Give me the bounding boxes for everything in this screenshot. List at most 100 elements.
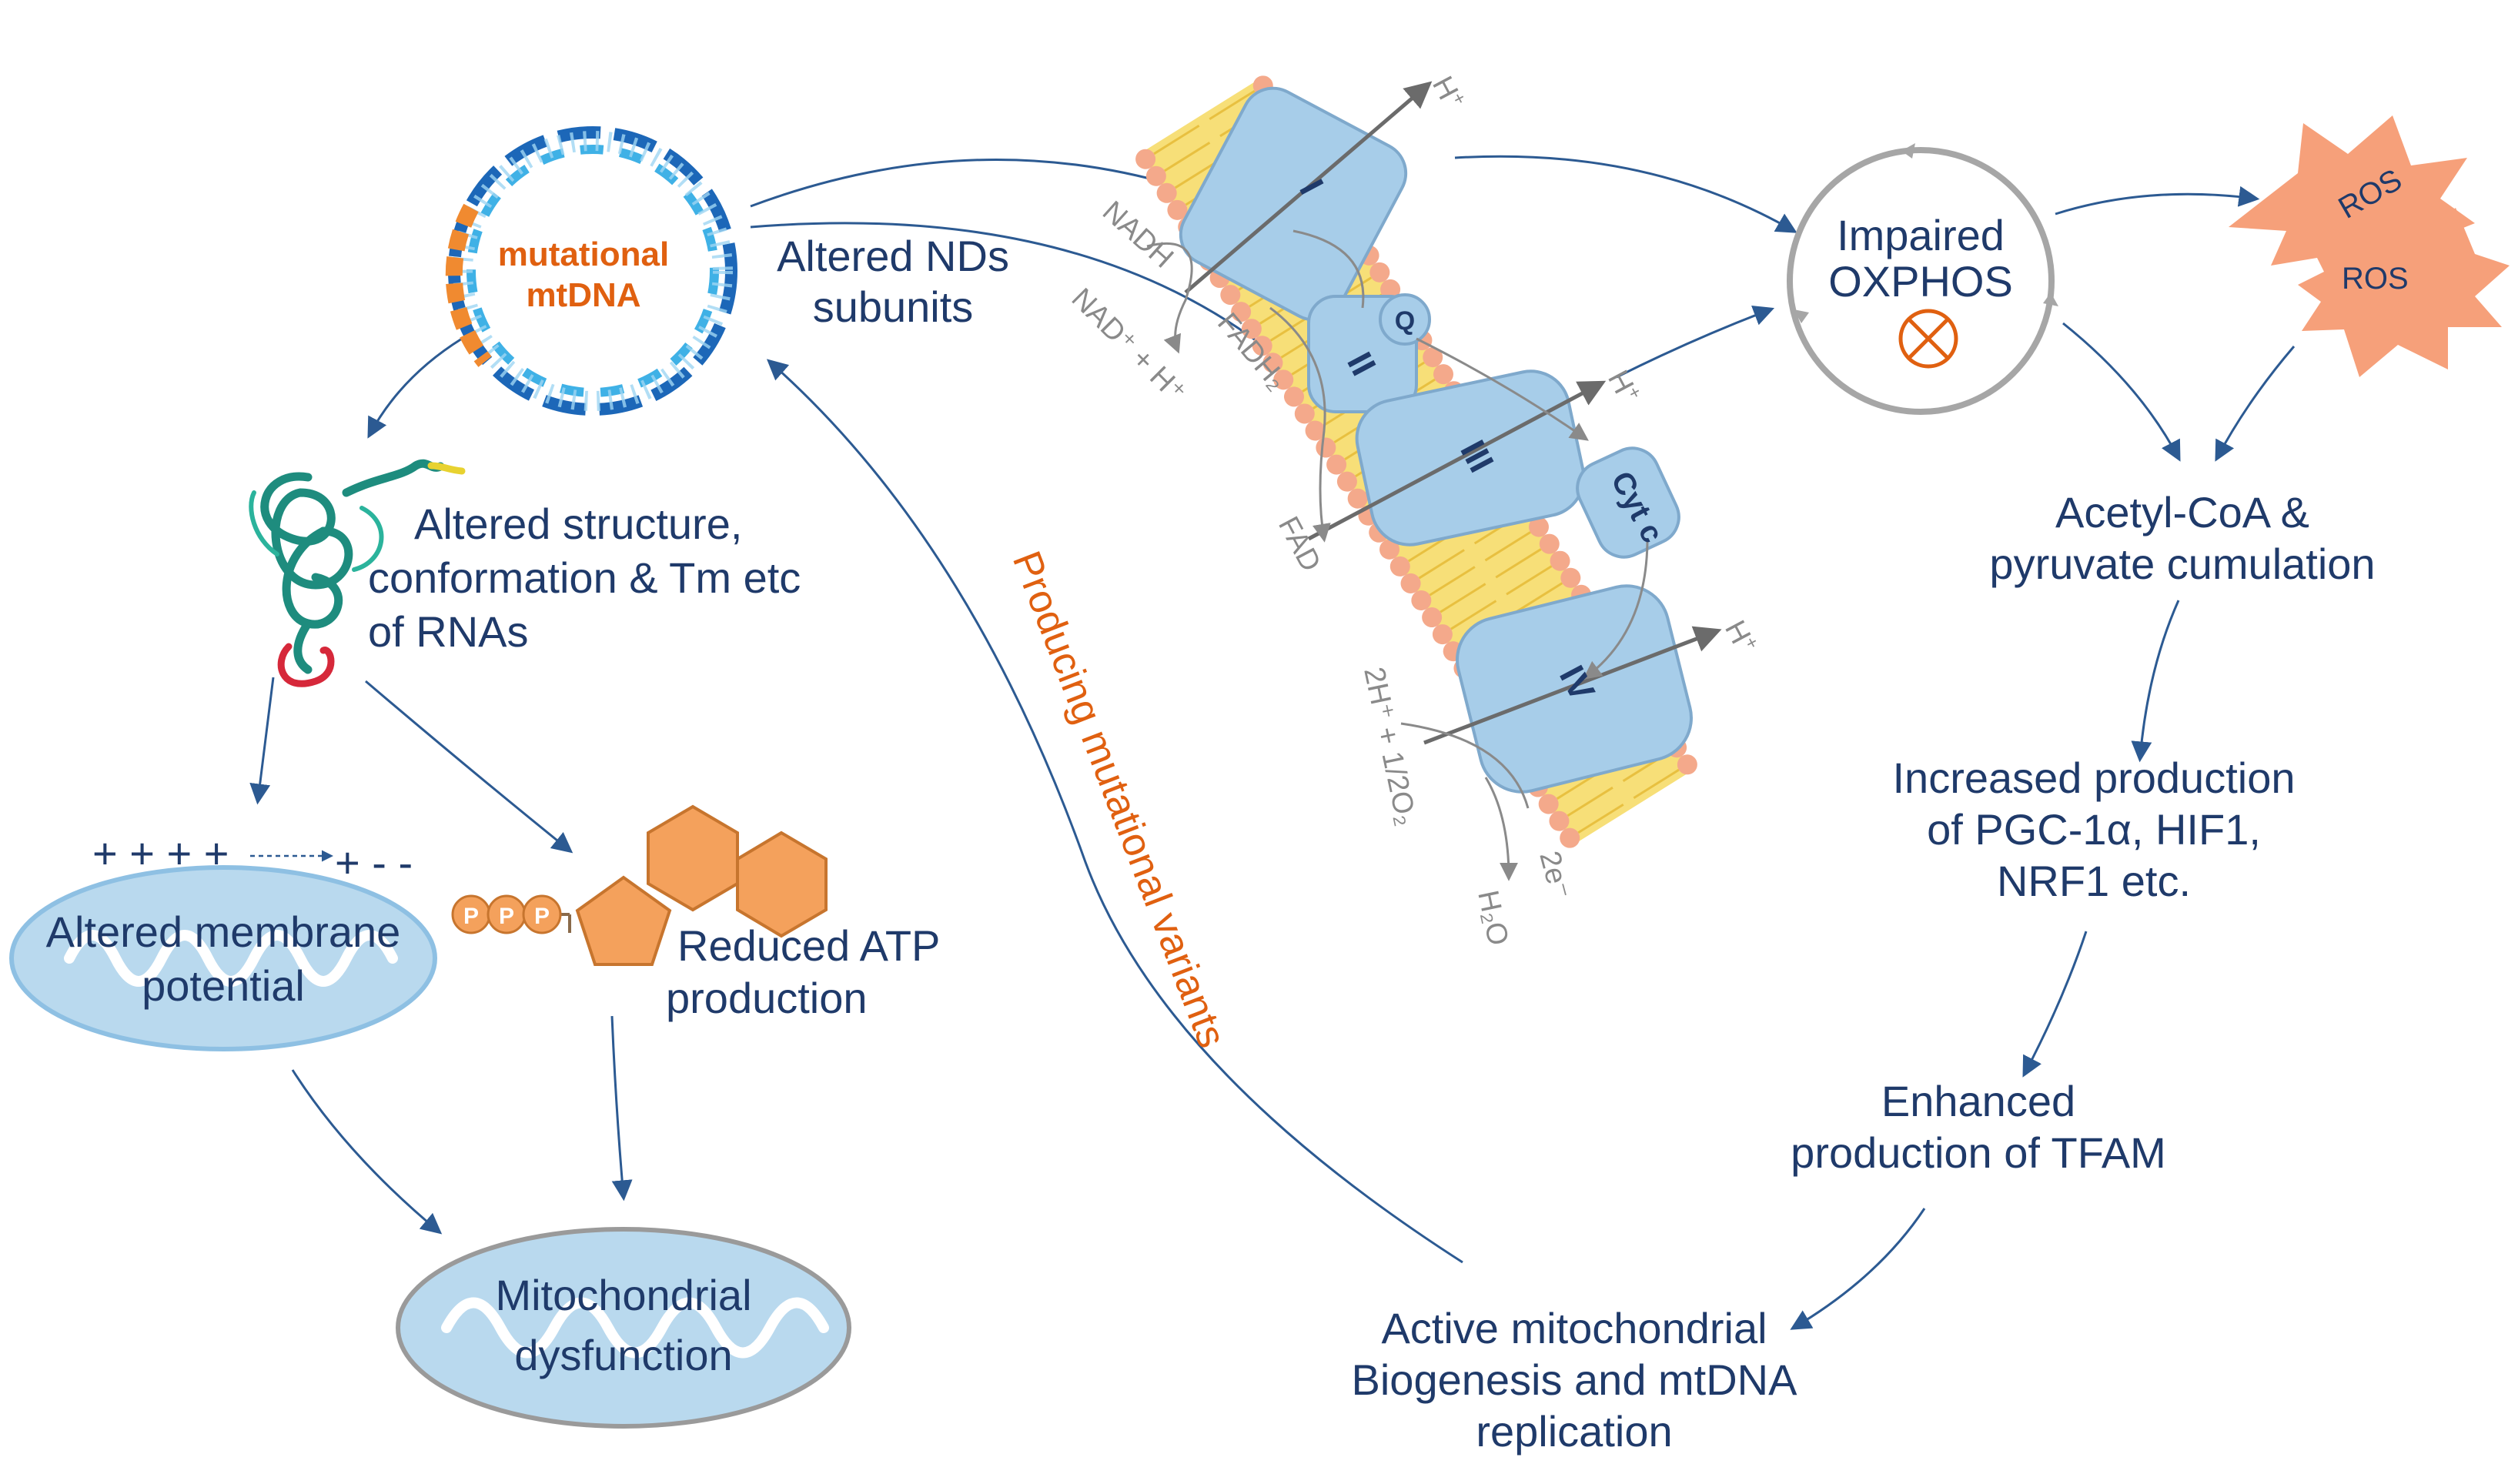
dna-mutated-segment (445, 203, 492, 367)
variants-label: Producing mutational variants (1004, 546, 1235, 1054)
rna-label-line3: of RNAs (368, 607, 529, 656)
lipid-tail (1429, 566, 1476, 597)
lipid-head (1336, 471, 1357, 492)
acetyl-label-line2: pyruvate cumulation (1989, 540, 2375, 588)
cytochrome-c (1576, 446, 1680, 559)
arrow-biogenesis-to-mtdna (766, 359, 1463, 1264)
lipid-head (1262, 353, 1283, 373)
lipid-head (1549, 811, 1570, 831)
biogenesis-label-line3: replication (1476, 1407, 1672, 1456)
pgc-label-line2: of PGC-1α, HIF1, (1927, 805, 2261, 854)
mitochondrion-dysfunction (396, 1227, 851, 1429)
arrow-membrane-to-dysfunction (291, 1069, 443, 1235)
atp-label-line1: Reduced ATP (677, 921, 940, 970)
lipid-head (1305, 420, 1326, 441)
arrow-atp-to-dysfunction (610, 1015, 633, 1202)
lipid-head (1241, 319, 1262, 339)
h-plus-3: H+ (1718, 615, 1763, 659)
lipid-head (1135, 149, 1156, 169)
membrane-label-line2: potential (142, 961, 305, 1010)
oxygen-label: 2H⁺ + 1/2O₂ (1357, 664, 1423, 828)
lipid-head (1156, 182, 1177, 203)
oxphos-label-line1: Impaired (1837, 211, 2005, 259)
lipid-head (1220, 285, 1241, 306)
rna-label-line2: conformation & Tm etc (368, 553, 801, 602)
arrow-complex-to-oxphos (1454, 155, 1797, 233)
fad-label: FAD (1272, 512, 1327, 577)
lipid-tail (1153, 124, 1200, 155)
mtdna-label-line1: mutational (498, 236, 669, 273)
lipid-head (1294, 403, 1315, 424)
lipid-head (1432, 624, 1453, 645)
lipid-head (1528, 516, 1549, 537)
dysfunction-label-line2: dysfunction (514, 1331, 732, 1379)
nadh-label: NADH (1096, 195, 1179, 274)
lipid-head (1433, 364, 1453, 385)
lipid-head (1677, 754, 1697, 775)
h-plus-2: H+ (1601, 365, 1646, 409)
etc-complexes (1179, 86, 1693, 794)
mtdna-label-line2: mtDNA (526, 276, 640, 314)
lipid-tail (1495, 548, 1542, 579)
lipid-tail (1418, 549, 1465, 580)
rna-structure-graphic (249, 459, 466, 687)
lipid-head (1347, 488, 1368, 509)
lipid-tail (1506, 565, 1553, 596)
phosphate-2: P (499, 904, 514, 929)
lipid-head (1145, 165, 1166, 186)
biogenesis-label-line1: Active mitochondrial (1381, 1304, 1767, 1352)
charges-right: + - - (335, 838, 413, 887)
lipid-head (1422, 607, 1443, 628)
ros-burst-2 (2298, 208, 2510, 377)
tfam-label-line1: Enhanced (1881, 1077, 2075, 1125)
electrons-label: 2e⁻ (1533, 847, 1577, 902)
membrane-label-line1: Altered membrane (46, 907, 401, 956)
arrow-complex-iii-to-oxphos (1616, 306, 1775, 379)
charges-left: + + + + (92, 829, 229, 877)
lipid-tail (1516, 582, 1563, 613)
biogenesis-label-line2: Biogenesis and mtDNA (1352, 1355, 1798, 1404)
arrow-acetyl-to-pgc (2131, 600, 2180, 763)
flow-arrows (249, 155, 2296, 1330)
lipid-head (1167, 199, 1188, 220)
lipid-tail (1577, 803, 1624, 834)
lipid-head (1273, 369, 1294, 390)
complex-iv (1456, 584, 1693, 794)
lipid-head (1369, 262, 1390, 282)
lipid-head (1411, 590, 1432, 610)
lipid-head (1423, 347, 1443, 368)
atp-molecule-graphic (451, 804, 828, 966)
lipid-tail (1209, 89, 1256, 121)
arrow-ros-to-acetyl (2215, 346, 2296, 462)
phosphate-1: P (463, 904, 479, 929)
arrow-rna-to-atp (365, 680, 573, 854)
impaired-x-icon (1898, 309, 1958, 369)
dysfunction-label-line1: Mitochondrial (495, 1271, 751, 1319)
lipid-tail (1567, 786, 1613, 817)
lipid-head (1326, 454, 1347, 475)
arrow-mtdna-to-rna (367, 337, 463, 439)
pgc-label-line3: NRF1 etc. (1997, 857, 2191, 905)
lipid-head (1380, 279, 1401, 299)
mtdna-ring-graphic (445, 126, 737, 416)
nds-label-line2: subunits (813, 282, 974, 331)
proton-arrows (1184, 81, 1722, 745)
rna-label-line1: Altered structure, (414, 500, 742, 548)
lipid-head (1284, 386, 1305, 407)
lipid-head (1389, 556, 1410, 577)
ros-label-2: ROS (2342, 262, 2409, 296)
oxphos-cycle (1787, 143, 2058, 415)
nds-label-line1: Altered NDs (777, 232, 1009, 280)
water-label: H₂O (1471, 887, 1514, 948)
acetyl-label-line1: Acetyl-CoA & (2055, 488, 2309, 536)
lipid-tail (1164, 142, 1211, 172)
lipid-head (1379, 539, 1400, 560)
oxphos-label-line2: OXPHOS (1828, 257, 2013, 306)
lipid-head (1231, 302, 1252, 323)
lipid-head (1560, 827, 1580, 848)
lipid-tail (1484, 531, 1531, 562)
nad-label: NAD⁺ + H⁺ (1065, 282, 1192, 409)
pgc-label-line1: Increased production (1892, 754, 2295, 802)
